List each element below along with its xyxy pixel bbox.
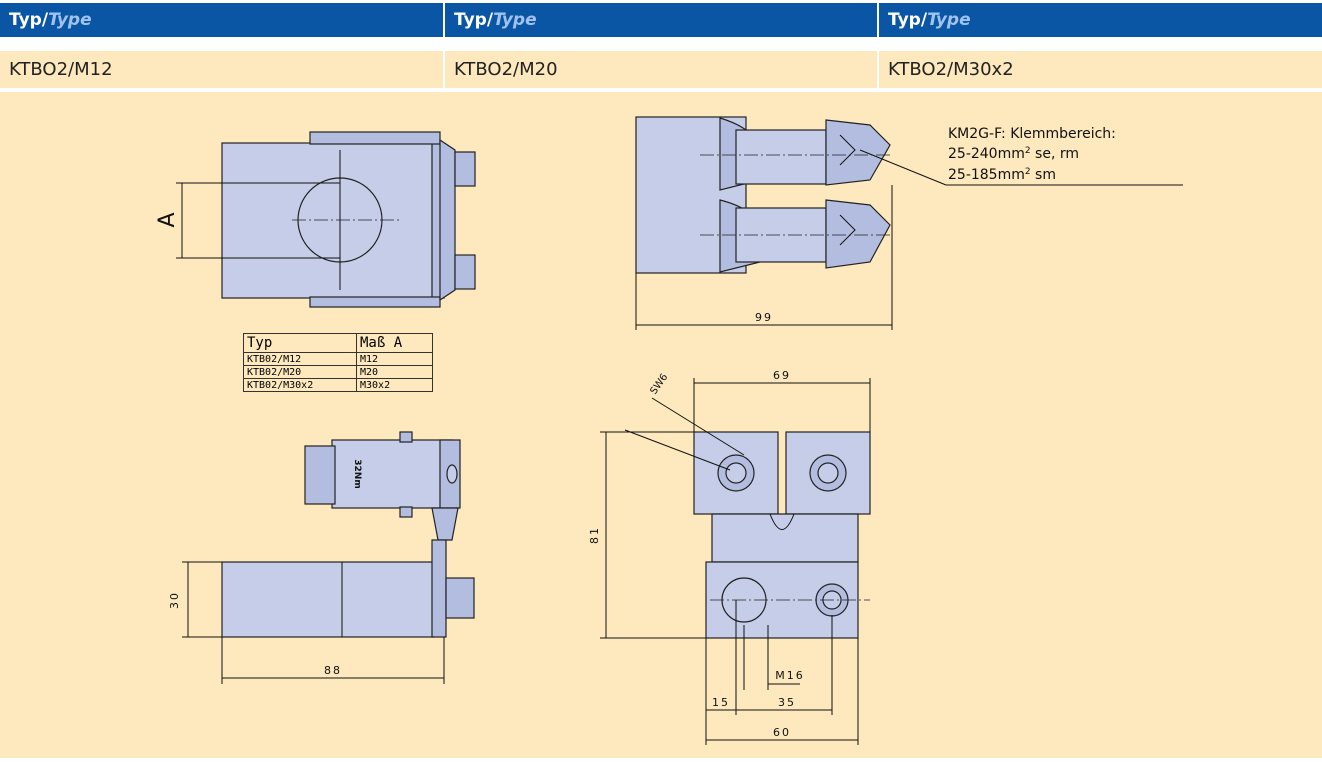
note-line-2-b: sm — [1031, 167, 1056, 183]
dim-m16-label: M16 — [775, 669, 805, 682]
side-bolt — [445, 577, 475, 619]
note-title: KM2G-F: Klemmbereich: — [948, 126, 1116, 142]
clamp-bottom-rib — [309, 296, 441, 308]
bolt-top — [454, 151, 476, 187]
note-line-2-sup: 2 — [1025, 167, 1031, 177]
header-sep: / — [486, 10, 494, 30]
note-line-2: 25-185mm2 sm — [948, 167, 1056, 183]
type-value-1: KTBO2/M12 — [0, 51, 443, 88]
header-row: Typ/Type Typ/Type Typ/Type — [0, 0, 1322, 43]
side-clamp-jaw — [304, 445, 336, 505]
table-cell: M12 — [356, 352, 433, 366]
table-header-typ: Typ — [243, 333, 357, 353]
table-cell: M20 — [356, 365, 433, 379]
table-cell: KTB02/M30x2 — [243, 378, 357, 392]
note-line-1-sup: 2 — [1025, 146, 1031, 156]
header-cell-3: Typ/Type — [879, 3, 1322, 37]
size-table: Typ Maß A KTB02/M12 M12 KTB02/M20 M20 KT… — [243, 333, 433, 392]
dim-15-label: 15 — [712, 696, 730, 709]
dim-81-label: 81 — [588, 526, 601, 544]
clamp-range-note: KM2G-F: Klemmbereich: 25-240mm2 se, rm 2… — [948, 126, 1116, 183]
table-cell: M30x2 — [356, 378, 433, 392]
header-cell-1: Typ/Type — [0, 3, 443, 37]
upper-clamp — [735, 129, 827, 185]
top-view-right: 99 — [635, 116, 1183, 330]
front-view-left: A — [155, 131, 476, 308]
header-typ-en: Type — [493, 10, 537, 30]
header-sep: / — [41, 10, 49, 30]
drawing-panel: A Typ Maß A KTB02/M12 M12 KTB02/M20 M20 … — [0, 92, 1322, 758]
note-line-1-a: 25-240mm — [948, 146, 1025, 162]
table-cell: KTB02/M20 — [243, 365, 357, 379]
side-clamp-head — [331, 439, 453, 509]
technical-drawing: A Typ Maß A KTB02/M12 M12 KTB02/M20 M20 … — [155, 116, 1183, 745]
side-view-left: 32Nm 30 88 — [168, 431, 475, 684]
clamp-jaw — [439, 138, 456, 302]
clamp-top-rib — [309, 131, 441, 145]
note-line-1: 25-240mm2 se, rm — [948, 146, 1079, 162]
header-typ-en: Type — [48, 10, 92, 30]
dim-30-label: 30 — [168, 591, 181, 609]
dim-a-label: A — [155, 212, 180, 227]
header-typ-de: Typ — [9, 10, 42, 30]
dim-69-label: 69 — [773, 369, 791, 382]
torque-label: 32Nm — [352, 459, 362, 488]
type-value-2: KTBO2/M20 — [445, 51, 877, 88]
end-view-right: 69 81 SW6 M16 15 35 60 — [588, 369, 871, 745]
header-typ-en: Type — [927, 10, 971, 30]
table-cell: KTB02/M12 — [243, 352, 357, 366]
dim-60-label: 60 — [773, 726, 791, 739]
header-sep: / — [920, 10, 928, 30]
type-value-3: KTBO2/M30x2 — [879, 51, 1322, 88]
table-header-mass: Maß A — [356, 333, 433, 353]
bolt-bottom — [454, 254, 476, 290]
dim-99-label: 99 — [755, 311, 773, 324]
dim-88-label: 88 — [324, 664, 342, 677]
sw6-label: SW6 — [648, 372, 670, 397]
dim-35-label: 35 — [778, 696, 796, 709]
header-typ-de: Typ — [888, 10, 921, 30]
header-typ-de: Typ — [454, 10, 487, 30]
size-table-wrap: Typ Maß A KTB02/M12 M12 KTB02/M20 M20 KT… — [243, 333, 433, 392]
note-line-1-b: se, rm — [1031, 146, 1079, 162]
note-line-2-a: 25-185mm — [948, 167, 1025, 183]
end-center-body — [711, 513, 859, 563]
header-cell-2: Typ/Type — [445, 3, 877, 37]
side-clamp-bar — [221, 561, 435, 638]
